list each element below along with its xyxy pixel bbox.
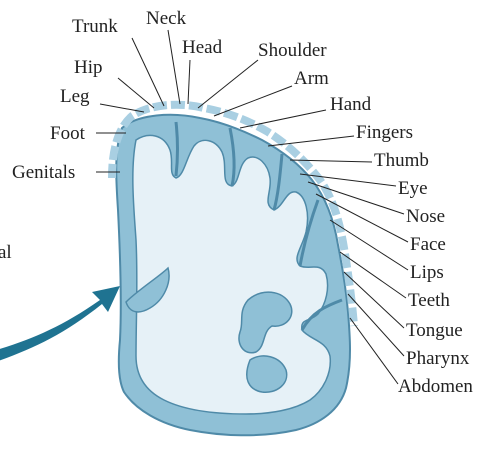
sulcus-1 bbox=[176, 122, 178, 176]
label-arm: Arm bbox=[294, 68, 329, 89]
label-hip: Hip bbox=[74, 57, 103, 78]
label-hand: Hand bbox=[330, 94, 372, 115]
label-foot: Foot bbox=[50, 123, 86, 144]
label-abdomen: Abdomen bbox=[398, 376, 473, 397]
label-neck: Neck bbox=[146, 8, 187, 29]
input-arrow bbox=[0, 286, 120, 364]
label-leg: Leg bbox=[60, 86, 90, 107]
label-eye: Eye bbox=[398, 178, 428, 199]
label-pharynx: Pharynx bbox=[406, 348, 470, 369]
label-tongue: Tongue bbox=[406, 320, 463, 341]
label-teeth: Teeth bbox=[408, 290, 450, 311]
label-nose: Nose bbox=[406, 206, 445, 227]
brain-section bbox=[116, 115, 350, 435]
cut-off-text: al bbox=[0, 242, 12, 263]
label-trunk: Trunk bbox=[72, 16, 118, 37]
label-thumb: Thumb bbox=[374, 150, 429, 171]
label-lips: Lips bbox=[410, 262, 444, 283]
inner-gyri-2 bbox=[247, 356, 287, 392]
label-genitals: Genitals bbox=[12, 162, 75, 183]
label-fingers: Fingers bbox=[356, 122, 413, 143]
label-head: Head bbox=[182, 37, 223, 58]
label-shoulder: Shoulder bbox=[258, 40, 327, 61]
label-face: Face bbox=[410, 234, 446, 255]
